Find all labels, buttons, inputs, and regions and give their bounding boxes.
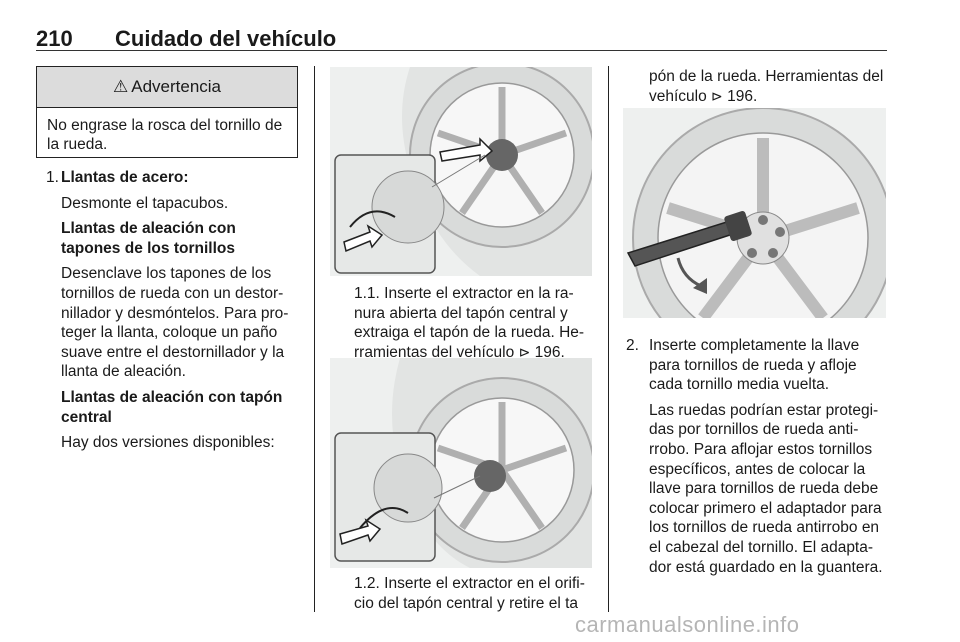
alloy-text: Desenclave los tapones de los tornillos … [61,265,289,381]
warning-box: ⚠ Advertencia No engrase la rosca del to… [36,66,298,158]
column-divider-1 [314,66,315,612]
warning-heading: Advertencia [131,77,222,96]
watermark: carmanualsonline.info [575,612,800,637]
warning-header: ⚠ Advertencia [37,67,297,108]
page-ref-icon: ⊳ [711,87,723,104]
warning-icon: ⚠ [112,77,129,96]
page-ref-icon: ⊳ [518,343,531,360]
wheel-cap-illustration-1 [330,67,592,276]
central-heading: Llantas de aleación con tapón central [61,388,283,426]
page-title: Cuidado del vehículo [115,26,337,51]
page-header: 210 Cuidado del vehículo [36,26,886,54]
wheel-wrench-illustration [623,108,886,318]
caption-1-2-cont-page: 196. [722,87,758,105]
step-2: 2. Inserte completamente la llave para t… [626,336,888,583]
caption-1-2-cont-text: pón de la rueda. Herramientas del vehícu… [649,68,884,105]
step-1-number: 1. [46,169,59,186]
caption-1-1-page: 196. [530,343,565,361]
page-number: 210 [36,26,73,51]
warning-text: No engrase la rosca del tornillo de la r… [47,117,283,153]
caption-1-1-text: 1.1. Inserte el extractor en la ra­nura … [354,285,585,361]
step-2-number: 2. [626,337,639,354]
column-divider-2 [608,66,609,612]
alloy-heading: Llantas de aleación con tapones de los t… [61,220,236,257]
steel-heading: Llantas de acero: [61,169,189,186]
caption-1-2-continued: pón de la rueda. Herramientas del vehícu… [649,67,889,106]
step-1: 1. Llantas de acero: Desmonte el tapacub… [46,168,296,459]
step-2-text-2: Las ruedas podrían estar protegi­das por… [649,401,883,576]
wheel-cap-illustration-2 [330,358,592,568]
step-2-text: Inserte completamente la llave para torn… [649,337,860,394]
caption-1-1: 1.1. Inserte el extractor en la ra­nura … [354,284,594,362]
caption-1-2: 1.2. Inserte el extractor en el orifi­ci… [354,575,585,612]
header-rule [36,50,887,51]
steel-text: Desmonte el tapacubos. [61,194,229,212]
central-text: Hay dos versiones disponibles: [61,434,275,452]
